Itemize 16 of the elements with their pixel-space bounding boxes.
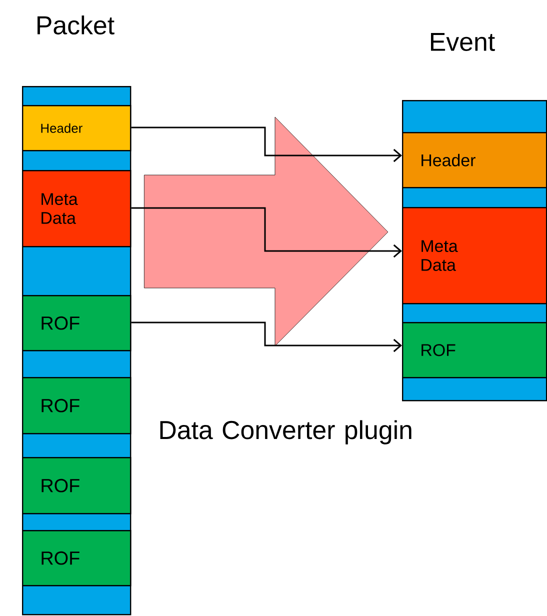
arrow xyxy=(131,322,402,352)
data-block: ROF xyxy=(402,322,547,378)
data-block: ROF xyxy=(22,377,132,434)
caption-text: Data Converter plugin xyxy=(160,420,412,444)
block-arrow xyxy=(144,116,388,346)
arrow xyxy=(131,126,402,162)
data-block: ROF xyxy=(22,295,132,352)
data-block: Header xyxy=(402,132,547,188)
data-block: ROF xyxy=(22,530,132,586)
data-block: Header xyxy=(22,105,132,152)
data-block: Meta Data xyxy=(402,207,547,304)
data-block: ROF xyxy=(22,457,132,514)
column-title: Event xyxy=(431,32,495,52)
arrow xyxy=(131,207,402,258)
data-block: Meta Data xyxy=(22,170,132,248)
column-title: Packet xyxy=(38,16,114,35)
